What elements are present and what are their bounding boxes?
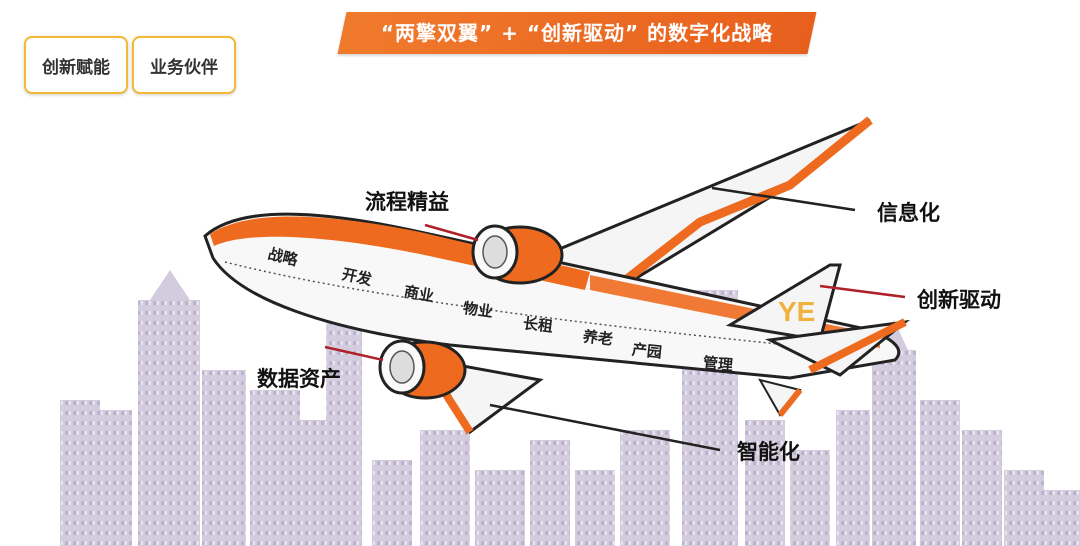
callout-intelligent: 智能化 (737, 440, 800, 464)
callout-informatization: 信息化 (877, 201, 940, 225)
lower-engine (378, 339, 467, 400)
business-partner-button[interactable]: 业务伙伴 (132, 36, 236, 94)
innovation-empowerment-button[interactable]: 创新赋能 (24, 36, 128, 94)
segment-industrial-park: 产园 (631, 340, 663, 362)
segment-elderly-care: 养老 (582, 327, 614, 349)
page-title: “两擎双翼” + “创新驱动” 的数字化战略 (380, 21, 774, 45)
upper-engine (471, 224, 564, 285)
tail-logo: YE (778, 296, 816, 327)
segment-management: 管理 (702, 353, 734, 375)
callout-lines (324, 186, 906, 452)
segment-long-rent: 长租 (521, 314, 554, 336)
callout-data-assets: 数据资产 (257, 367, 341, 391)
callout-innovation-driven: 创新驱动 (917, 288, 1001, 312)
tail (725, 263, 911, 417)
segment-property: 物业 (461, 298, 495, 321)
city-skyline (60, 270, 1080, 546)
callout-lean-process: 流程精益 (365, 190, 449, 214)
